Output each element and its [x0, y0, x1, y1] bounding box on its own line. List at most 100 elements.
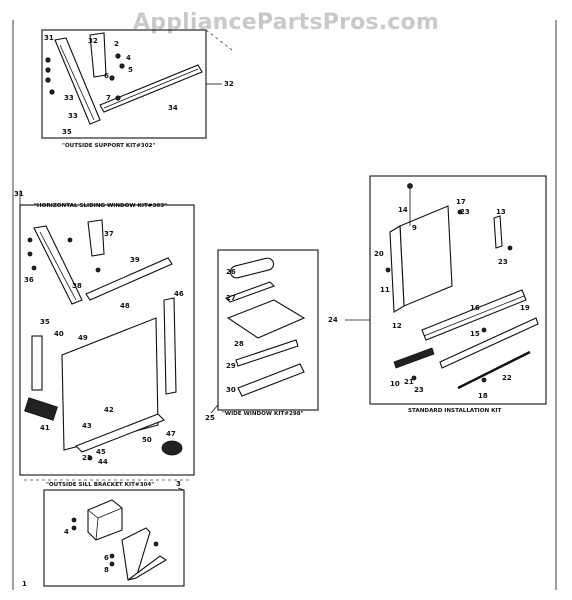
- part-label-12: 12: [392, 322, 402, 330]
- panel-48: [61, 317, 159, 451]
- part-label-23c: 23: [460, 208, 470, 216]
- wide-window-kit-caption: "WIDE WINDOW KIT#298": [222, 411, 304, 417]
- strip-19: [439, 317, 539, 369]
- part-label-35: 35: [62, 128, 72, 136]
- part-label-16: 16: [470, 304, 480, 312]
- part-label-4: 4: [126, 54, 131, 62]
- part-label-2: 2: [114, 40, 119, 48]
- part-label-37: 37: [104, 230, 114, 238]
- outside-sill-bracket-kit-box: [43, 489, 185, 587]
- outside-support-kit-caption: "OUTSIDE SUPPORT KIT#302": [62, 143, 155, 149]
- part-label-28: 28: [234, 340, 244, 348]
- part-label-6-sill: 6: [104, 554, 109, 562]
- part-label-48: 48: [120, 302, 130, 310]
- part-label-5: 5: [128, 66, 133, 74]
- part-label-13: 13: [496, 208, 506, 216]
- part-label-23a: 23: [498, 258, 508, 266]
- part-label-14: 14: [398, 206, 408, 214]
- wide-window-kit: 25 "WIDE WINDOW KIT#298" 26 27 28 29 30: [205, 249, 319, 422]
- wide-part-26: [229, 257, 275, 279]
- watermark: AppliancePartsPros.com: [133, 10, 439, 35]
- part-label-44: 44: [98, 458, 108, 466]
- part-label-33a: 33: [64, 94, 74, 102]
- part-label-4-sill: 4: [64, 528, 69, 536]
- outside-sill-bracket-kit: 3 "OUTSIDE SILL BRACKET KIT#304" 1 4 6 8: [22, 479, 190, 588]
- part-label-17: 17: [456, 198, 466, 206]
- wide-part-29: [235, 339, 299, 367]
- strip-22: [457, 350, 531, 390]
- part-label-43: 43: [82, 422, 92, 430]
- part-label-32: 32: [88, 37, 98, 45]
- pad-47: [161, 440, 183, 456]
- wide-window-kit-box: [217, 249, 319, 411]
- part-label-8: 8: [104, 566, 109, 574]
- sliding-bracket: [87, 219, 105, 257]
- wide-part-27: [225, 281, 275, 303]
- rail-16: [421, 289, 527, 341]
- part-label-23b: 23: [414, 386, 424, 394]
- sill-bracket-8: [121, 527, 151, 581]
- foam-seal-41: [24, 397, 58, 421]
- jamb-46: [163, 297, 177, 395]
- part-label-15: 15: [470, 330, 480, 338]
- callout-32: 32: [224, 80, 234, 88]
- part-label-6: 6: [104, 72, 109, 80]
- horizontal-sliding-kit-caption: "HORIZONTAL SLIDING WINDOW KIT#303": [34, 203, 167, 209]
- wide-part-30: [237, 363, 305, 397]
- part-label-26: 26: [226, 268, 236, 276]
- part-label-34: 34: [168, 104, 178, 112]
- part-label-31: 31: [44, 34, 54, 42]
- part-label-40: 40: [54, 330, 64, 338]
- outside-sill-bracket-kit-caption: "OUTSIDE SILL BRACKET KIT#304": [46, 482, 154, 488]
- sill-bracket-foot: [127, 555, 168, 581]
- part-label-21: 21: [82, 454, 92, 462]
- outside-support-kit: 32 "OUTSIDE SUPPORT KIT#302" 31 32 33 33…: [41, 29, 234, 149]
- bracket-13: [493, 215, 503, 249]
- seal-10: [393, 347, 435, 369]
- horizontal-sliding-window-kit: 31 "HORIZONTAL SLIDING WINDOW KIT#303" 3…: [14, 190, 195, 476]
- part-label-1: 1: [22, 580, 27, 588]
- part-label-10: 10: [390, 380, 400, 388]
- part-label-39: 39: [130, 256, 140, 264]
- leader-dash: [205, 29, 233, 51]
- part-label-19: 19: [520, 304, 530, 312]
- part-label-38: 38: [72, 282, 82, 290]
- wide-part-28: [226, 299, 306, 339]
- callout-31: 31: [14, 190, 24, 198]
- part-label-49: 49: [78, 334, 88, 342]
- part-label-35b: 35: [40, 318, 50, 326]
- part-label-7: 7: [106, 94, 111, 102]
- part-label-36: 36: [24, 276, 34, 284]
- side-40: [31, 335, 43, 391]
- standard-installation-kit-box: [369, 175, 547, 405]
- part-label-42: 42: [104, 406, 114, 414]
- horizontal-sliding-kit-box: [19, 204, 195, 476]
- part-label-46: 46: [174, 290, 184, 298]
- side-panel-9: [399, 205, 453, 307]
- sliding-arm: [33, 225, 83, 305]
- part-label-22: 22: [502, 374, 512, 382]
- part-label-20: 20: [374, 250, 384, 258]
- part-label-9: 9: [412, 224, 417, 232]
- side-panel-edge: [389, 225, 405, 313]
- part-label-27: 27: [226, 294, 236, 302]
- part-label-30: 30: [226, 386, 236, 394]
- sill-50: [75, 413, 165, 453]
- callout-25: 25: [205, 414, 215, 422]
- rail-39: [85, 257, 173, 301]
- part-label-29: 29: [226, 362, 236, 370]
- part-label-45: 45: [96, 448, 106, 456]
- callout-3: 3: [176, 480, 181, 488]
- part-label-50: 50: [142, 436, 152, 444]
- part-label-33b: 33: [68, 112, 78, 120]
- part-label-47: 47: [166, 430, 176, 438]
- support-bracket: [89, 32, 107, 78]
- part-label-11: 11: [380, 286, 390, 294]
- standard-installation-kit: 24 STANDARD INSTALLATION KIT 9 10 11 12 …: [328, 175, 547, 414]
- sill-block: [87, 499, 123, 541]
- callout-24: 24: [328, 316, 338, 324]
- part-label-18: 18: [478, 392, 488, 400]
- part-label-21-std: 21: [404, 378, 414, 386]
- standard-installation-kit-caption: STANDARD INSTALLATION KIT: [408, 408, 502, 414]
